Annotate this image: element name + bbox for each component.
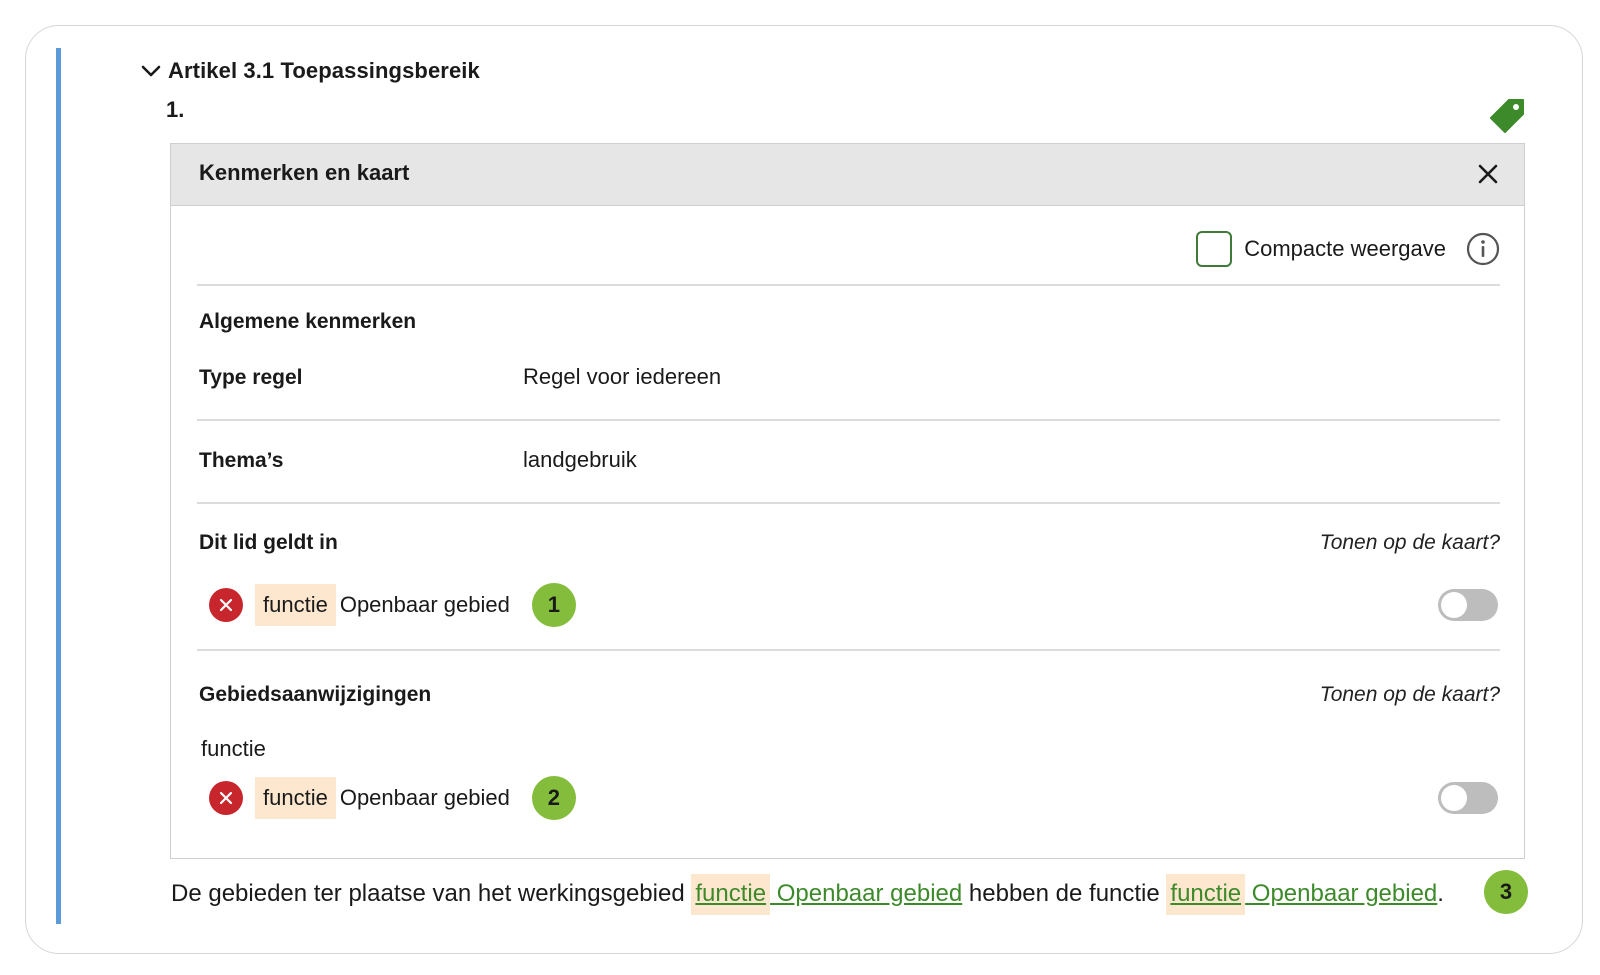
designation-item: functie Openbaar gebied 2 (209, 776, 576, 820)
show-on-map-hint: Tonen op de kaart? (1319, 531, 1500, 554)
number-badge: 1 (531, 583, 576, 627)
show-on-map-hint: Tonen op de kaart? (1319, 683, 1500, 706)
show-on-map-toggle[interactable] (1438, 782, 1498, 814)
toggle-knob (1441, 592, 1467, 618)
rule-text: De gebieden ter plaatse van het werkings… (171, 874, 1444, 915)
area-link-name: Openbaar gebied (770, 880, 963, 907)
compact-view-label[interactable]: Compacte weergave (1244, 236, 1446, 261)
section-indicator-bar (56, 48, 61, 924)
article-title: Artikel 3.1 Toepassingsbereik (168, 58, 480, 83)
close-icon (1478, 164, 1498, 184)
show-on-map-toggle[interactable] (1438, 589, 1498, 621)
area-link-type: functie (691, 874, 771, 915)
divider (197, 284, 1500, 286)
tag-icon[interactable] (1487, 96, 1527, 136)
panel-header: Kenmerken en kaart (171, 144, 1524, 206)
close-button[interactable] (1472, 158, 1504, 190)
chevron-down-icon[interactable] (140, 60, 162, 82)
designations-heading: Gebiedsaanwijzigingen (199, 683, 432, 706)
designation-group-label: functie (201, 736, 266, 761)
info-icon[interactable] (1466, 232, 1500, 266)
compact-view-checkbox[interactable] (1196, 231, 1233, 267)
item-number: 1. (166, 97, 185, 122)
area-link[interactable]: functie Openbaar gebied (1166, 874, 1438, 915)
type-label: Type regel (199, 366, 303, 389)
area-name: Openbaar gebied (339, 592, 510, 617)
close-icon (219, 598, 233, 612)
applies-in-item: functie Openbaar gebied 1 (209, 583, 576, 627)
type-value: Regel voor iedereen (523, 364, 722, 389)
toggle-knob (1441, 785, 1467, 811)
features-panel: Kenmerken en kaart Compacte weergave Alg… (170, 143, 1525, 859)
applies-in-heading: Dit lid geldt in (199, 531, 338, 554)
remove-button[interactable] (209, 781, 243, 815)
area-name: Openbaar gebied (339, 785, 510, 810)
compact-view-option: Compacte weergave (1196, 229, 1500, 269)
divider (197, 649, 1500, 651)
panel-title: Kenmerken en kaart (199, 160, 410, 185)
themes-value: landgebruik (523, 447, 637, 472)
number-badge: 3 (1484, 870, 1528, 914)
rule-text-part: . (1437, 880, 1444, 907)
area-link[interactable]: functie Openbaar gebied (691, 874, 963, 915)
remove-button[interactable] (209, 588, 243, 622)
area-link-type: functie (1166, 874, 1246, 915)
article-heading[interactable]: Artikel 3.1 Toepassingsbereik (140, 55, 480, 87)
close-icon (219, 791, 233, 805)
general-features-heading: Algemene kenmerken (199, 310, 417, 333)
area-type-chip: functie (255, 777, 336, 819)
divider (197, 419, 1500, 421)
rule-text-part: hebben de functie (962, 880, 1167, 907)
area-link-name: Openbaar gebied (1245, 880, 1438, 907)
rule-text-part: De gebieden ter plaatse van het werkings… (171, 880, 692, 907)
number-badge: 2 (531, 776, 576, 820)
divider (197, 502, 1500, 504)
themes-label: Thema’s (199, 449, 284, 472)
area-type-chip: functie (255, 584, 336, 626)
